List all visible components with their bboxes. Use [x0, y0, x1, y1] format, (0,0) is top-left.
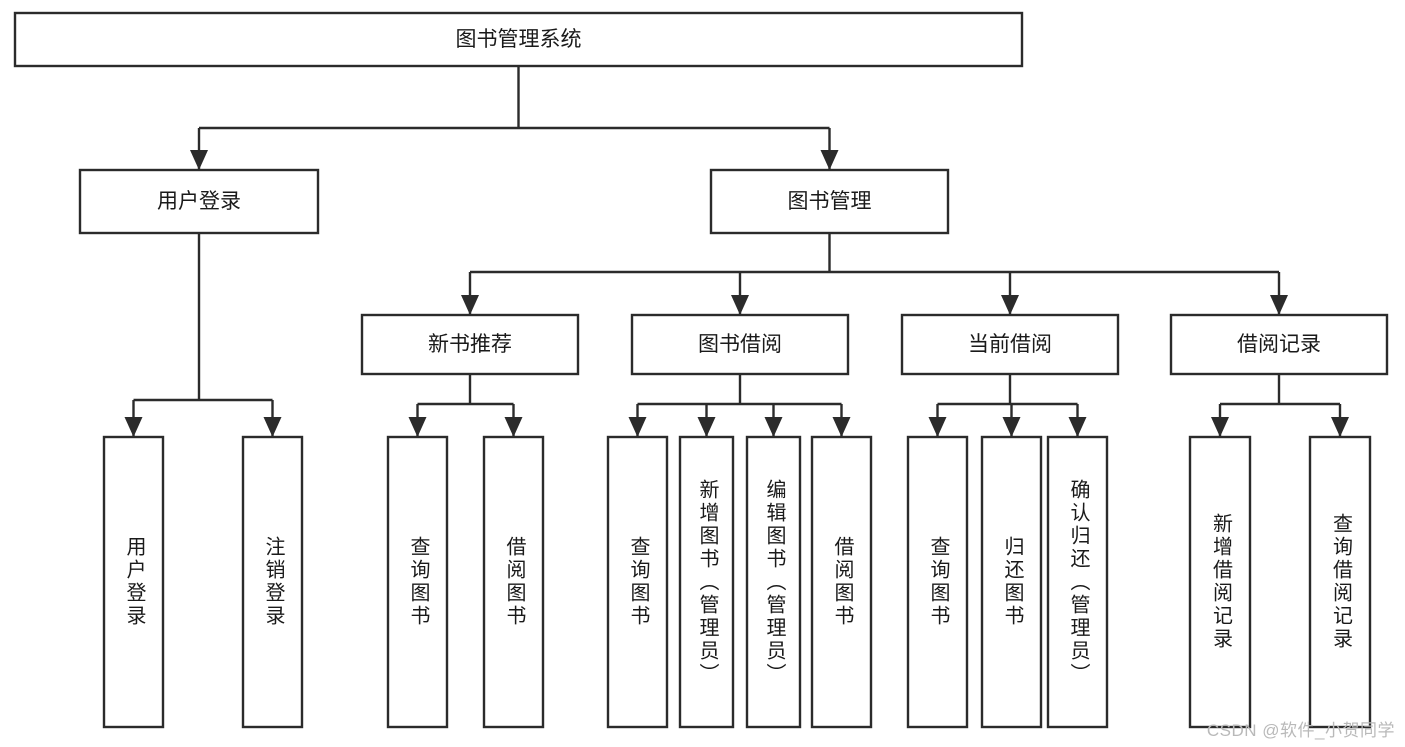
node-label-book-borrow: 图书借阅 [698, 333, 782, 356]
arrow-head-icon-user-login [190, 150, 208, 170]
node-box-leaf-query-book-cb[interactable] [906, 435, 969, 729]
arrow-head-icon-book-manage [820, 150, 839, 170]
arrow-head-icon-leaf-query-record [1331, 417, 1349, 437]
node-box-leaf-query-record[interactable] [1308, 435, 1372, 729]
node-box-leaf-user-login[interactable] [102, 435, 165, 729]
node-label-current-borrow: 当前借阅 [968, 333, 1052, 356]
node-label-user-login: 用户登录 [157, 190, 241, 213]
node-label-borrow-record: 借阅记录 [1237, 333, 1321, 356]
node-box-book-manage[interactable] [709, 168, 950, 235]
node-box-leaf-add-book[interactable] [678, 435, 735, 729]
node-box-leaf-query-book-rec[interactable] [386, 435, 449, 729]
arrow-head-icon-leaf-edit-book [764, 417, 783, 437]
node-label-new-book-recommend: 新书推荐 [428, 333, 512, 356]
arrow-head-icon-new-book-recommend [461, 295, 479, 315]
node-box-leaf-borrow-book-bb[interactable] [810, 435, 873, 729]
node-box-leaf-confirm-return[interactable] [1046, 435, 1109, 729]
arrow-head-icon-leaf-query-book-bb [628, 417, 647, 437]
arrow-head-icon-book-borrow [731, 295, 749, 315]
arrow-head-icon-leaf-confirm-return [1068, 417, 1087, 437]
arrow-head-icon-leaf-borrow-book-bb [832, 417, 851, 437]
node-box-leaf-logout[interactable] [241, 435, 304, 729]
node-label-root: 图书管理系统 [456, 28, 582, 51]
arrow-head-icon-leaf-add-record [1211, 417, 1229, 437]
arrow-head-icon-current-borrow [1001, 295, 1019, 315]
arrow-head-icon-borrow-record [1270, 295, 1288, 315]
node-box-root[interactable] [13, 11, 1024, 68]
node-box-leaf-return-book[interactable] [980, 435, 1043, 729]
node-box-book-borrow[interactable] [630, 313, 850, 376]
node-box-leaf-query-book-bb[interactable] [606, 435, 669, 729]
node-box-user-login[interactable] [78, 168, 320, 235]
arrow-head-icon-leaf-query-book-rec [408, 417, 427, 437]
arrow-head-icon-leaf-return-book [1002, 417, 1021, 437]
node-box-new-book-recommend[interactable] [360, 313, 580, 376]
arrow-head-icon-leaf-borrow-book-rec [504, 417, 523, 437]
connectors-layer [124, 66, 1349, 437]
watermark-text: CSDN @软件_小贺同学 [1206, 721, 1395, 740]
arrow-head-icon-leaf-user-login [124, 417, 143, 437]
node-box-borrow-record[interactable] [1169, 313, 1389, 376]
node-box-leaf-add-record[interactable] [1188, 435, 1252, 729]
node-box-leaf-borrow-book-rec[interactable] [482, 435, 545, 729]
arrow-head-icon-leaf-query-book-cb [928, 417, 947, 437]
node-box-current-borrow[interactable] [900, 313, 1120, 376]
arrow-head-icon-leaf-add-book [697, 417, 716, 437]
node-box-leaf-edit-book[interactable] [745, 435, 802, 729]
arrow-head-icon-leaf-logout [263, 417, 282, 437]
node-label-book-manage: 图书管理 [788, 190, 872, 213]
